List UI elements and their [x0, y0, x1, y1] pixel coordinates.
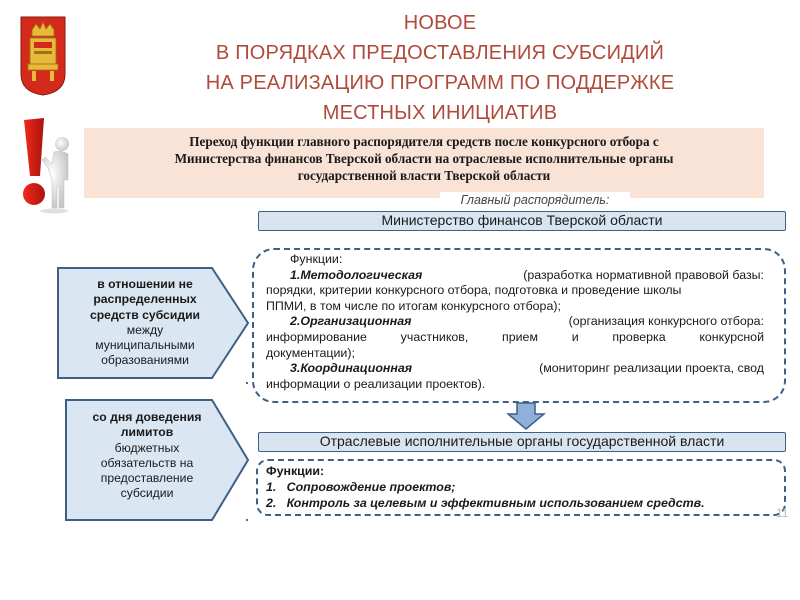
functions1-header: Функции: [266, 252, 764, 268]
functions1-item3-row: 3.Координационная (мониторинг реализации… [266, 361, 764, 377]
functions1-item2-row: 2.Организационная (организация конкурсно… [266, 314, 764, 330]
functions1-item1-l3: ППМИ, в том числе по итогам конкурсного … [266, 299, 764, 315]
title-line-4: МЕСТНЫХ ИНИЦИАТИВ [120, 98, 760, 128]
arrow-text-undistributed: в отношении не распределенных средств су… [70, 277, 220, 369]
banner-line-1: Переход функции главного распорядителя с… [84, 133, 764, 150]
arrow1-line-2: распределенных [93, 292, 196, 306]
arrow1-line-3: средств субсидии [90, 308, 200, 322]
functions1-item2-l1: (организация конкурсного отбора: [569, 314, 764, 330]
main-manager-label: Главный распорядитель: [440, 192, 630, 208]
exclamation-person-icon [14, 116, 78, 216]
arrow1-line-6: образованиями [101, 353, 189, 367]
functions1-item2-title: 2.Организационная [290, 314, 411, 330]
functions1-item2-l2: информирование участников, прием и прове… [266, 330, 764, 346]
functions1-item3-title: 3.Координационная [290, 361, 412, 377]
down-arrow-icon [506, 402, 546, 430]
banner-line-3: государственной власти Тверской области [84, 167, 764, 184]
functions1-item1-title: 1.Методологическая [290, 268, 422, 284]
title-line-3: НА РЕАЛИЗАЦИЮ ПРОГРАММ ПО ПОДДЕРЖКЕ [120, 68, 760, 98]
arrow-text-limits: со дня доведения лимитов бюджетных обяза… [72, 410, 222, 502]
ministry-bar: Министерство финансов Тверской области [258, 211, 786, 231]
arrow2-line-1: со дня доведения [93, 410, 202, 424]
arrow2-line-6: субсидии [121, 486, 174, 500]
arrow2-line-2: лимитов [121, 425, 174, 439]
title-line-2: В ПОРЯДКАХ ПРЕДОСТАВЛЕНИЯ СУБСИДИЙ [120, 38, 760, 68]
connector-dot [246, 519, 248, 521]
page-number: 11 [776, 506, 788, 520]
functions1-item1-l2: порядки, критерии конкурсного отбора, по… [266, 283, 764, 299]
page-title: НОВОЕ В ПОРЯДКАХ ПРЕДОСТАВЛЕНИЯ СУБСИДИЙ… [120, 8, 760, 128]
arrow1-line-1: в отношении не [97, 277, 193, 291]
title-line-1: НОВОЕ [120, 8, 760, 38]
transition-banner: Переход функции главного распорядителя с… [84, 128, 764, 198]
functions1-item1-l1: (разработка нормативной правовой базы: [523, 268, 764, 284]
arrow1-line-4: между [127, 323, 163, 337]
branch-authorities-bar: Отраслевые исполнительные органы государ… [258, 432, 786, 452]
branch-functions-text: Функции: 1. Сопровождение проектов; 2. К… [266, 463, 776, 511]
arrow1-line-5: муниципальными [95, 338, 194, 352]
banner-line-2: Министерства финансов Тверской области н… [84, 150, 764, 167]
arrow2-line-3: бюджетных [115, 441, 180, 455]
ministry-functions-text: Функции: 1.Методологическая (разработка … [266, 252, 764, 392]
functions1-item3-l1: (мониторинг реализации проекта, свод [539, 361, 764, 377]
functions2-header: Функции: [266, 463, 776, 479]
functions1-item3-l2: информации о реализации проектов). [266, 377, 764, 393]
functions2-item2: 2. Контроль за целевым и эффективным исп… [266, 495, 776, 511]
coat-of-arms-icon [20, 16, 66, 96]
connector-dot [246, 382, 248, 384]
arrow2-line-5: предоставление [101, 471, 194, 485]
arrow2-line-4: обязательств на [101, 456, 194, 470]
functions1-item1-row: 1.Методологическая (разработка нормативн… [266, 268, 764, 284]
functions2-item1: 1. Сопровождение проектов; [266, 479, 776, 495]
functions1-item2-l3: документации); [266, 346, 764, 362]
